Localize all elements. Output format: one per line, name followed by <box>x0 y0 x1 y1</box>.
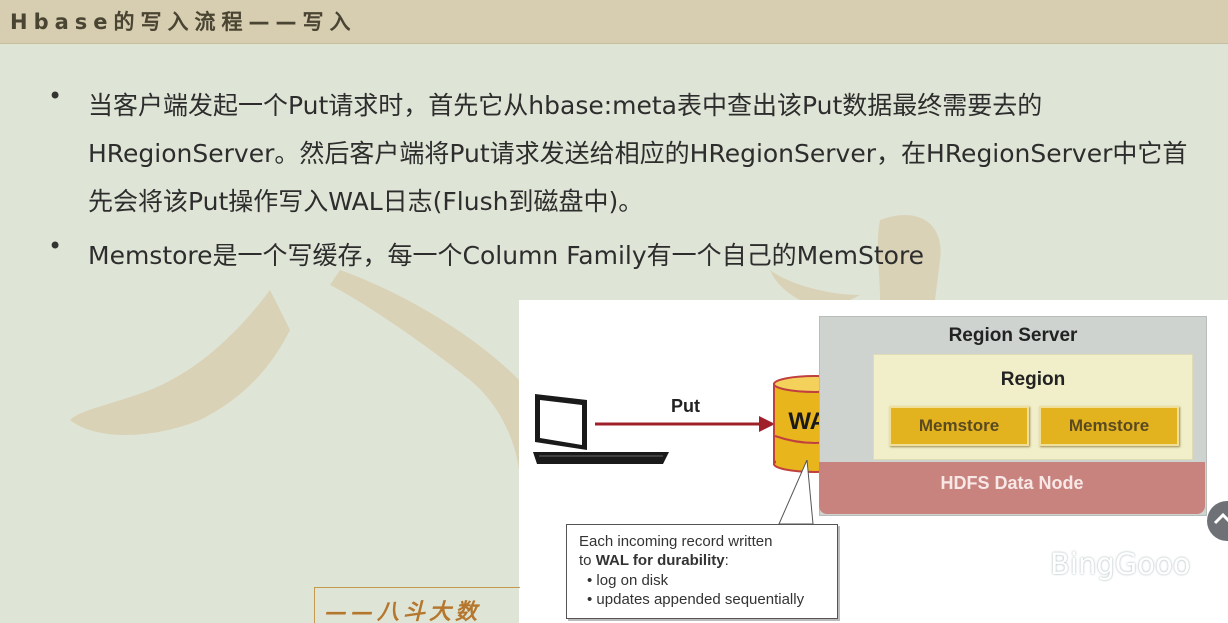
callout-pointer <box>778 460 814 525</box>
put-arrow <box>595 416 775 432</box>
callout-line: Each incoming record written <box>579 533 773 550</box>
wechat-watermark: BingGooo <box>990 543 1200 593</box>
put-label: Put <box>671 396 700 416</box>
hdfs-data-node-label: HDFS Data Node <box>940 473 1084 493</box>
hbase-write-diagram: Put WAL Region Server HDFS Data Node Reg… <box>519 300 1228 623</box>
bullet-list: • 当客户端发起一个Put请求时，首先它从hbase:meta表中查出该Put数… <box>48 82 1198 280</box>
memstore-box: Memstore <box>1039 406 1179 446</box>
laptop-icon <box>533 394 669 464</box>
memstore-box: Memstore <box>889 406 1029 446</box>
logo-text: BingGooo <box>1050 547 1191 581</box>
bullet-dot: • <box>48 232 63 260</box>
bullet-item: • 当客户端发起一个Put请求时，首先它从hbase:meta表中查出该Put数… <box>48 82 1198 226</box>
chevron-up-icon <box>1213 512 1228 525</box>
bullet-item: • Memstore是一个写缓存，每一个Column Family有一个自己的M… <box>48 232 1198 280</box>
bullet-dot: • <box>48 82 63 110</box>
brand-caption-box: ——八斗大数 <box>314 587 520 623</box>
bullet-text: Memstore是一个写缓存，每一个Column Family有一个自己的Mem… <box>88 241 925 270</box>
title-bar: Hbase的写入流程——写入 <box>0 0 1228 44</box>
brand-caption: ——八斗大数 <box>325 599 482 623</box>
region-server-label: Region Server <box>948 325 1078 346</box>
region-label: Region <box>1000 369 1066 390</box>
callout-line: to WAL for durability: <box>579 552 729 569</box>
memstore-label: Memstore <box>1068 416 1150 435</box>
callout-bullet: • updates appended sequentially <box>587 591 805 608</box>
bullet-text: 当客户端发起一个Put请求时，首先它从hbase:meta表中查出该Put数据最… <box>88 91 1188 216</box>
scroll-top-button[interactable] <box>1207 501 1228 541</box>
callout-bullet: • log on disk <box>587 572 669 589</box>
hdfs-data-node-box: HDFS Data Node <box>819 462 1205 514</box>
slide-title: Hbase的写入流程——写入 <box>10 10 357 34</box>
wal-callout: Each incoming record written to WAL for … <box>566 524 838 619</box>
memstore-label: Memstore <box>918 416 1000 435</box>
wechat-icon <box>990 546 1047 588</box>
